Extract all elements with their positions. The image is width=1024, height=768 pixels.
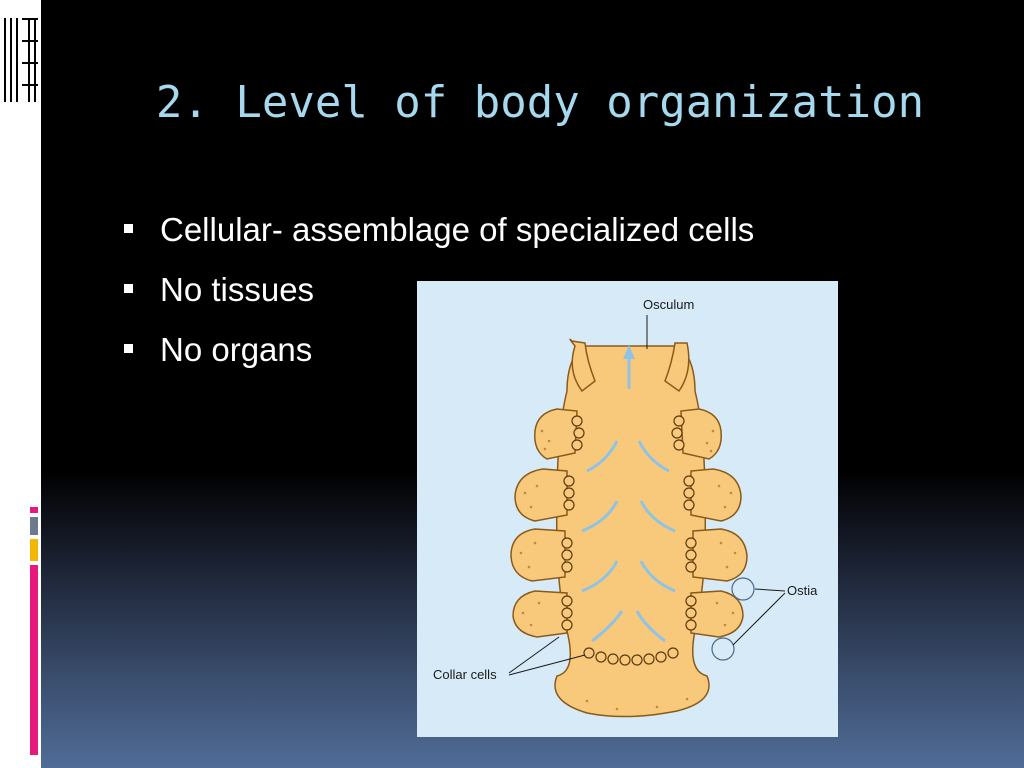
accent-bar-gray <box>30 517 38 535</box>
bullet-item: Cellular- assemblage of specialized cell… <box>120 210 754 250</box>
bullet-text: Cellular- assemblage of specialized cell… <box>160 211 755 248</box>
bullet-item: No organs <box>120 330 754 370</box>
slide-edge-lines-icon <box>4 18 38 102</box>
bullet-square-icon <box>124 344 133 353</box>
bullet-list: Cellular- assemblage of specialized cell… <box>120 210 754 390</box>
sponge-diagram: Osculum Ostia Collar cells <box>417 281 838 737</box>
slide-title: 2. Level of body organization <box>155 77 925 128</box>
slide-left-edge <box>0 0 41 768</box>
label-ostia: Ostia <box>787 583 818 598</box>
label-osculum: Osculum <box>643 297 695 312</box>
bullet-item: No tissues <box>120 270 754 310</box>
accent-bar-yellow <box>30 539 38 561</box>
bullet-text: No tissues <box>160 271 315 308</box>
sponge-illustration <box>508 315 786 718</box>
bullet-square-icon <box>124 284 133 293</box>
label-collar-cells: Collar cells <box>433 667 497 682</box>
bullet-text: No organs <box>160 331 313 368</box>
accent-bar-pink <box>30 565 38 755</box>
accent-bar-pink-top <box>30 507 38 513</box>
bullet-square-icon <box>124 224 133 233</box>
